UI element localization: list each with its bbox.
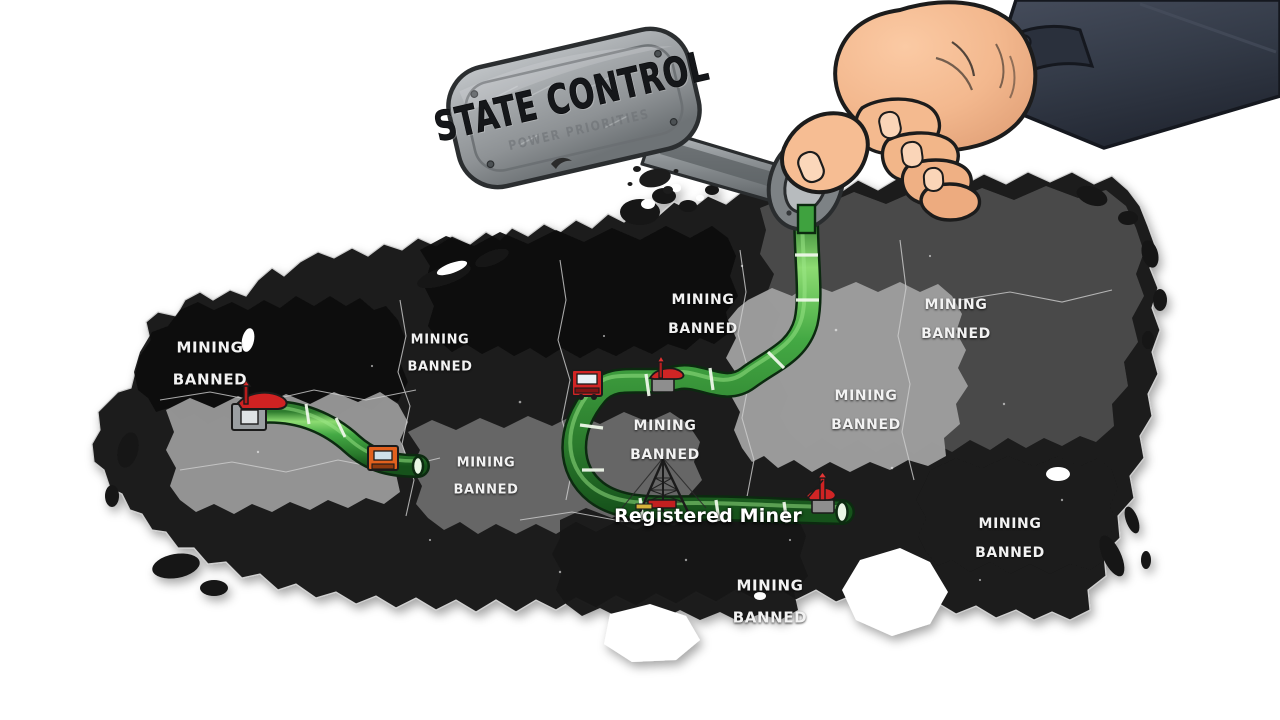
- pumpjack-central: [648, 354, 685, 393]
- station-west: [231, 378, 288, 431]
- derrick-registered-miner: [621, 456, 707, 513]
- valve-plate: [446, 26, 702, 190]
- gripping-hand: [780, 0, 1038, 222]
- station-truck-west: [367, 445, 399, 471]
- station-truck-central: [571, 369, 603, 400]
- pumpjack-east: [804, 471, 837, 514]
